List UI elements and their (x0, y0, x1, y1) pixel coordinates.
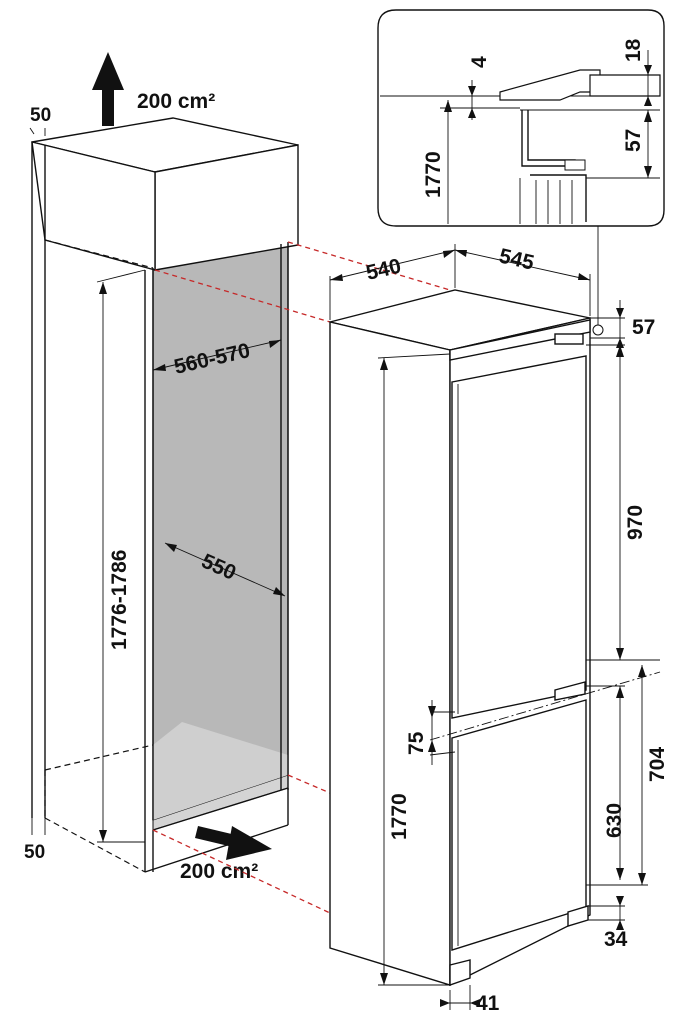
dim-lower-section (586, 665, 648, 886)
gap-bottom-label: 50 (24, 842, 45, 863)
appliance-height-label: 1770 (388, 793, 411, 840)
inset-side-label: 57 (622, 129, 645, 152)
dim-niche-height (96, 269, 146, 843)
arrow-up-icon (92, 52, 124, 126)
dim-door-gap (428, 700, 436, 765)
foot-height-label: 34 (604, 928, 628, 951)
dim-upper-door (586, 344, 660, 661)
cabinet-niche (31, 117, 299, 873)
dim-foot-height (588, 896, 625, 930)
upper-door-label: 970 (624, 505, 647, 540)
door-gap-label: 75 (405, 731, 428, 755)
arrow-right-icon (195, 826, 272, 860)
lower-door-label: 630 (603, 803, 626, 838)
inset-detail (377, 9, 665, 325)
niche-floor-light (153, 722, 288, 820)
dim-foot-depth (440, 985, 480, 1010)
lower-door (451, 699, 587, 951)
lower-section-label: 704 (646, 747, 669, 782)
gap-top-label: 50 (30, 105, 51, 126)
niche-height-label: 1776-1786 (108, 550, 131, 650)
dim-niche-depth (164, 542, 286, 597)
dim-appliance-width (329, 244, 456, 320)
appliance-width-label: 540 (364, 255, 403, 285)
foot-depth-label: 41 (476, 992, 500, 1015)
top-clearance-label: 57 (632, 316, 655, 339)
dim-niche-width (152, 339, 282, 371)
dim-appliance-depth (454, 249, 591, 316)
dim-appliance-height (377, 353, 451, 986)
dim-top-clearance (590, 300, 625, 348)
inset-gap-label: 4 (468, 56, 491, 68)
inset-height-label: 1770 (422, 151, 445, 198)
upper-door (451, 355, 587, 719)
inset-top-label: 18 (622, 38, 645, 62)
vent-top-label: 200 cm² (137, 90, 215, 113)
dim-lower-door (586, 685, 625, 880)
vent-bottom-label: 200 cm² (180, 860, 258, 883)
alignment-guides (152, 241, 451, 914)
appliance (329, 289, 591, 987)
appliance-depth-label: 545 (497, 244, 537, 274)
